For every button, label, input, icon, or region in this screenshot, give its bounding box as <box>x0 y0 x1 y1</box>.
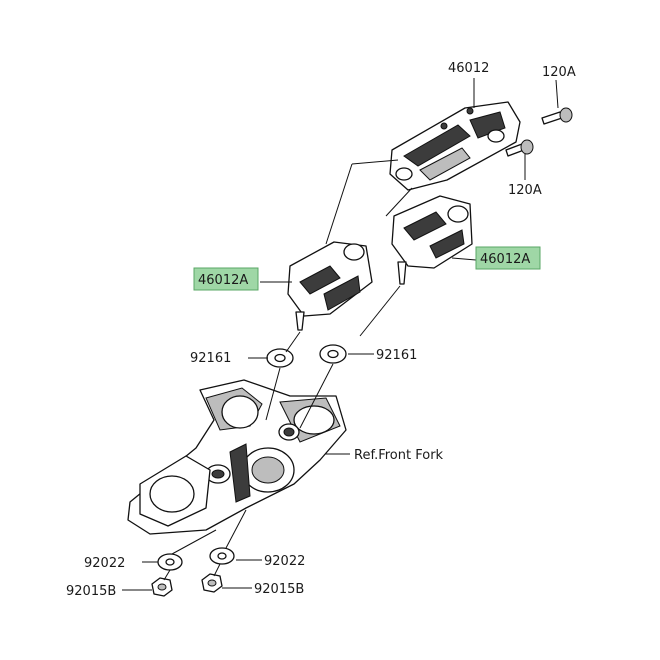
callout-washer-left: 92161 <box>190 351 231 366</box>
upper-triple-clamp <box>127 379 347 535</box>
lower-bolt <box>505 139 534 157</box>
left-lower-riser <box>287 241 373 331</box>
upper-bolt <box>541 107 573 125</box>
callout-washer-bottom-right: 92022 <box>264 554 305 569</box>
callout-washer-right: 92161 <box>376 348 417 363</box>
right-riser-highlight <box>475 246 541 270</box>
left-riser-highlight <box>193 267 259 291</box>
bottom-right-washer <box>209 547 235 565</box>
callout-riser-upper: 46012 <box>448 61 489 76</box>
left-riser-washer <box>266 348 294 368</box>
upper-handlebar-clamp <box>389 101 521 191</box>
leader-lines <box>122 78 559 591</box>
right-lower-riser <box>391 195 473 285</box>
callout-washer-bottom-left: 92022 <box>84 556 125 571</box>
bottom-left-washer <box>157 553 183 571</box>
bottom-left-nut <box>151 577 173 597</box>
bottom-right-nut <box>201 573 223 593</box>
callout-bolt-upper: 120A <box>542 65 576 80</box>
callout-nut-bottom-right: 92015B <box>254 582 304 597</box>
callout-bolt-lower: 120A <box>508 183 542 198</box>
callout-riser-left: 46012A <box>198 273 248 288</box>
right-riser-washer <box>319 344 347 364</box>
callout-nut-bottom-left: 92015B <box>66 584 116 599</box>
callout-ref-front-fork: Ref.Front Fork <box>354 448 444 463</box>
callout-riser-right: 46012A <box>480 252 530 267</box>
